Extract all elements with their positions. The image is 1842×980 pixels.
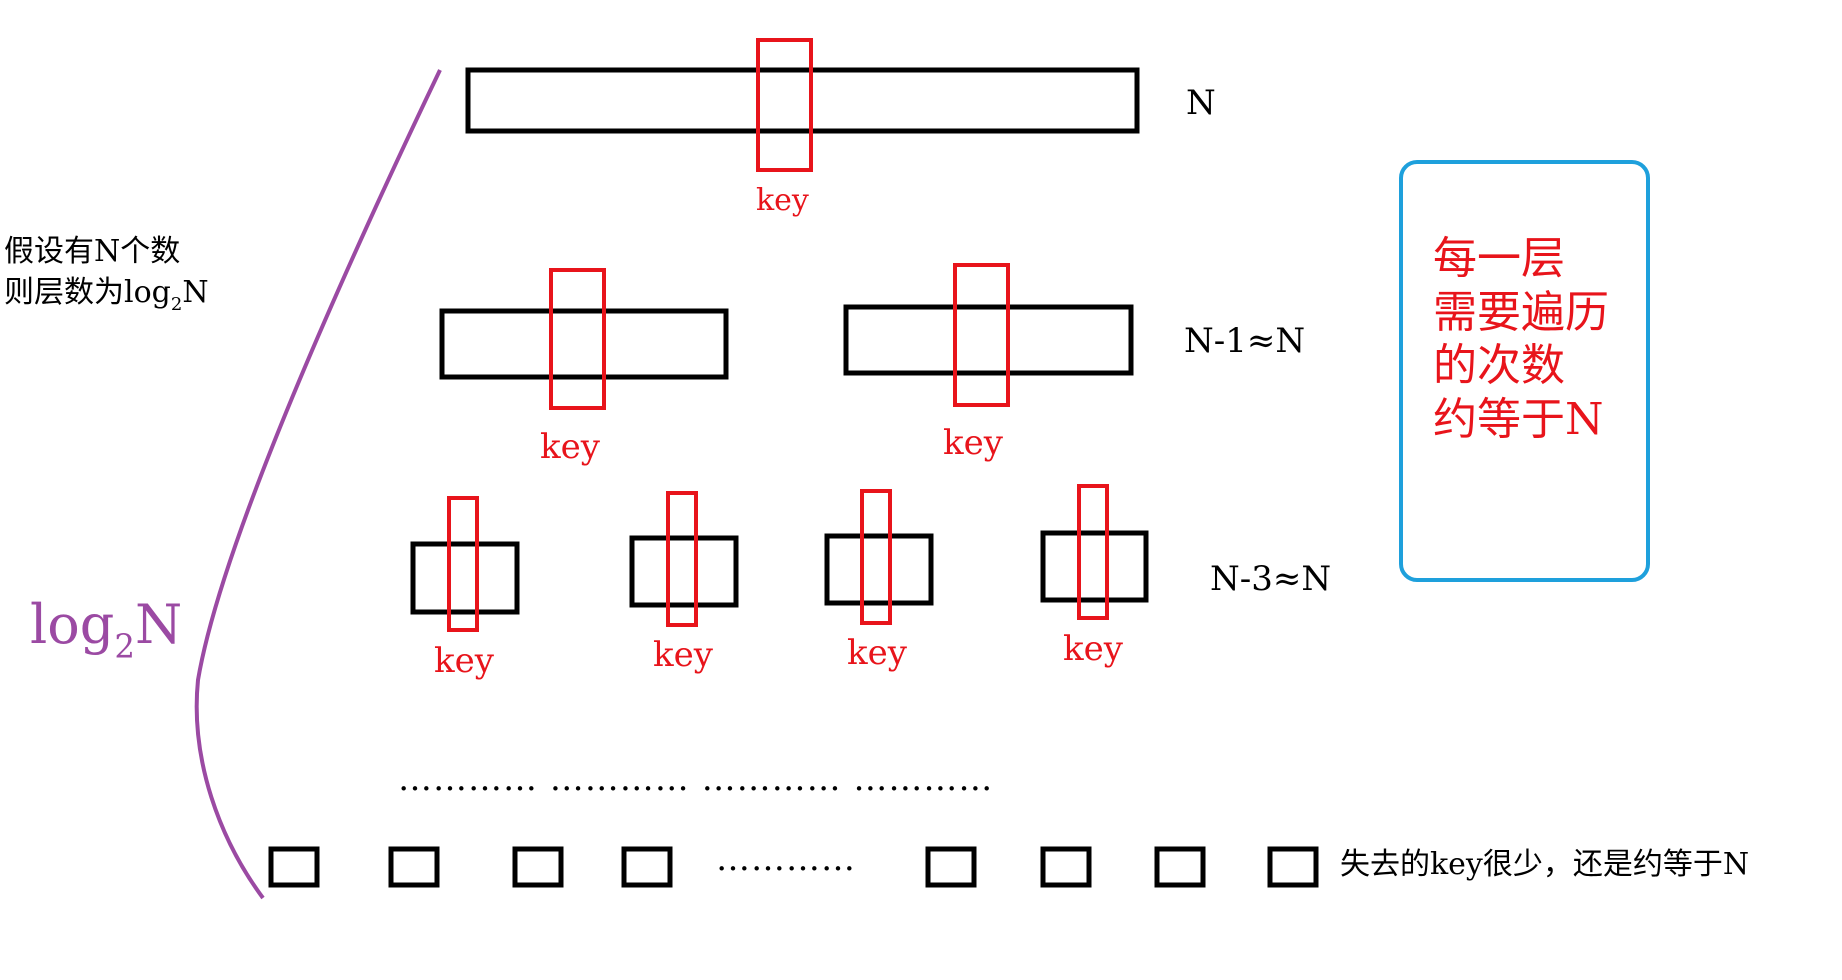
level2-count-label: N-1≈N bbox=[1184, 321, 1306, 361]
level2-array-right bbox=[843, 304, 1134, 376]
level3-array-1 bbox=[410, 541, 520, 615]
key-label: key bbox=[756, 183, 809, 218]
callout-line-3: 的次数 bbox=[1433, 340, 1565, 392]
bottom-ellipsis: ………… bbox=[716, 839, 856, 879]
left-note-line1: 假设有N个数 bbox=[4, 234, 181, 269]
bottom-square-7 bbox=[1154, 846, 1206, 888]
key-label: key bbox=[943, 423, 1003, 463]
callout-line-2: 需要遍历 bbox=[1433, 286, 1609, 338]
level3-count-label: N-3≈N bbox=[1210, 559, 1332, 599]
level3-array-4 bbox=[1040, 530, 1149, 603]
bottom-square-8 bbox=[1267, 846, 1319, 888]
height-curve bbox=[194, 69, 442, 900]
callout-box bbox=[1399, 160, 1650, 582]
curve-label: log2N bbox=[30, 593, 183, 666]
key-label: key bbox=[434, 641, 494, 681]
level2-array-left bbox=[439, 308, 729, 380]
bottom-square-2 bbox=[388, 846, 440, 888]
key-label: key bbox=[847, 633, 907, 673]
level1-count-label: N bbox=[1186, 83, 1216, 123]
level3-array-3 bbox=[824, 533, 934, 606]
key-label: key bbox=[653, 635, 713, 675]
level2-key-box-right bbox=[953, 263, 1010, 407]
ellipsis-row: ………… ………… ………… ………… bbox=[398, 759, 994, 799]
bottom-note: 失去的key很少，还是约等于N bbox=[1340, 847, 1750, 882]
callout-line-4: 约等于N bbox=[1433, 394, 1604, 446]
level3-key-box-3 bbox=[860, 489, 892, 625]
bottom-square-3 bbox=[512, 846, 564, 888]
level1-array bbox=[465, 67, 1140, 134]
level3-key-box-4 bbox=[1077, 484, 1109, 620]
key-label: key bbox=[1063, 629, 1123, 669]
left-note: 假设有N个数 则层数为log2N bbox=[4, 232, 209, 317]
callout-line-1: 每一层 bbox=[1433, 233, 1565, 284]
callout-text: 每一层 需要遍历 的次数 约等于N bbox=[1433, 232, 1663, 447]
left-note-line2: 则层数为log2N bbox=[4, 274, 209, 315]
bottom-square-4 bbox=[621, 846, 673, 888]
bottom-square-5 bbox=[925, 846, 977, 888]
level3-key-box-1 bbox=[447, 496, 479, 632]
level1-key-box bbox=[756, 38, 813, 172]
bottom-square-1 bbox=[268, 846, 320, 888]
key-label: key bbox=[540, 427, 600, 467]
level3-key-box-2 bbox=[666, 491, 698, 627]
bottom-square-6 bbox=[1040, 846, 1092, 888]
level2-key-box-left bbox=[549, 268, 606, 410]
level3-array-2 bbox=[629, 535, 739, 608]
